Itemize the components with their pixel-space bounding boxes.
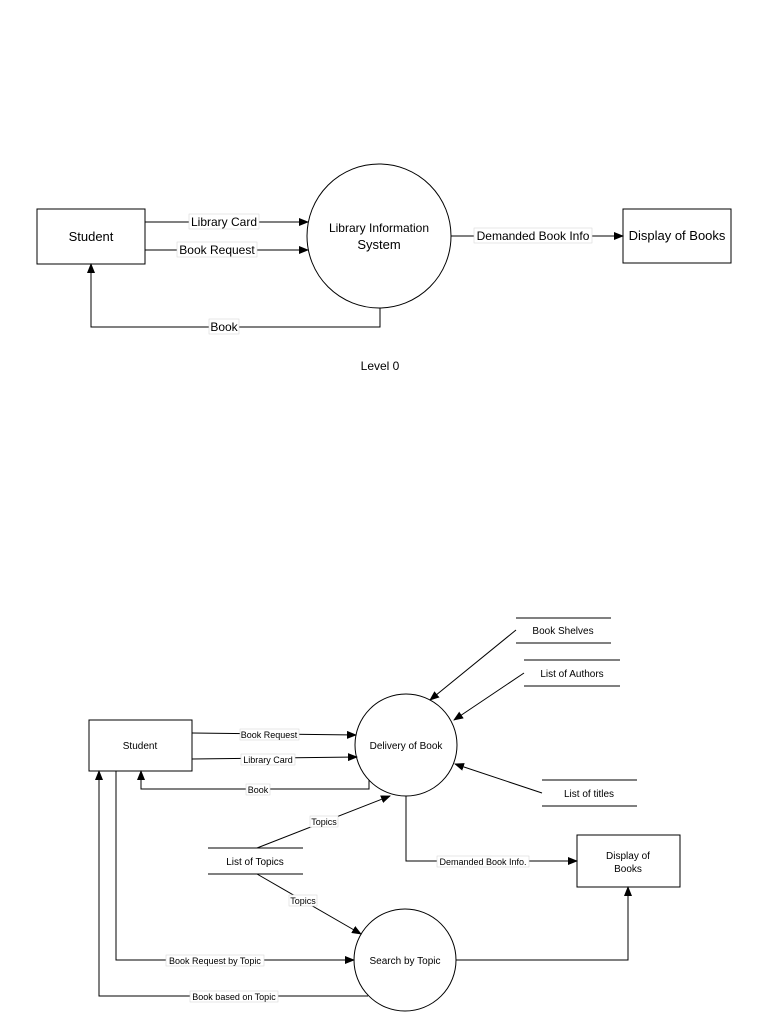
l0-flow-library-card-label: Library Card xyxy=(191,215,257,229)
l1-store-topics[interactable]: List of Topics xyxy=(208,847,303,875)
l1-flow-request-by-topic-label: Book Request by Topic xyxy=(169,956,261,966)
l0-flow-demanded-label: Demanded Book Info xyxy=(477,229,590,243)
level0-diagram: Student Library Information System Displ… xyxy=(36,163,732,373)
l0-student-label: Student xyxy=(69,229,114,244)
l0-student-entity[interactable] xyxy=(36,208,146,265)
l1-flow-book-based xyxy=(95,770,368,997)
l0-display-entity[interactable] xyxy=(622,208,732,264)
l0-caption: Level 0 xyxy=(361,359,400,373)
l1-delivery-label: Delivery of Book xyxy=(370,741,444,752)
l1-flow-topics-up-label: Topics xyxy=(311,817,337,827)
l0-process-label-1: Library Information xyxy=(329,221,429,235)
l1-display-label-1: Display of xyxy=(606,851,650,862)
l1-store-authors[interactable]: List of Authors xyxy=(524,659,620,687)
l0-flow-book-label: Book xyxy=(210,320,238,334)
l0-process-label-2: System xyxy=(357,237,400,252)
l0-flow-book-request-label: Book Request xyxy=(179,243,255,257)
l1-flow-demanded-label: Demanded Book Info. xyxy=(439,857,526,867)
l1-flow-shelves-to-delivery xyxy=(429,629,517,701)
l1-flow-authors-to-delivery xyxy=(453,672,525,721)
l1-flow-topics-down-label: Topics xyxy=(290,896,316,906)
l1-flow-book-label: Book xyxy=(248,785,269,795)
l1-flow-library-card-label: Library Card xyxy=(243,755,293,765)
l0-process-circle[interactable] xyxy=(306,163,452,309)
l1-store-topics-label: List of Topics xyxy=(226,857,284,868)
l1-flow-book-request-label: Book Request xyxy=(241,730,298,740)
l1-display-entity[interactable] xyxy=(576,834,681,888)
l1-store-titles[interactable]: List of titles xyxy=(542,779,637,807)
l1-store-book-shelves[interactable]: Book Shelves xyxy=(516,617,611,644)
l1-store-book-shelves-label: Book Shelves xyxy=(532,626,593,637)
level1-diagram: Student Delivery of Book Search by Topic… xyxy=(88,617,681,1012)
l1-search-label: Search by Topic xyxy=(370,956,441,967)
l0-display-label: Display of Books xyxy=(629,228,726,243)
l1-store-titles-label: List of titles xyxy=(564,789,614,800)
l1-display-label-2: Books xyxy=(614,864,642,875)
l1-flow-titles-to-delivery xyxy=(454,763,543,794)
l1-student-label: Student xyxy=(123,741,158,752)
l1-flow-request-by-topic xyxy=(115,771,355,964)
l1-flow-search-to-display xyxy=(456,886,632,961)
l1-store-authors-label: List of Authors xyxy=(540,669,603,680)
l1-flow-book-based-label: Book based on Topic xyxy=(192,992,276,1002)
